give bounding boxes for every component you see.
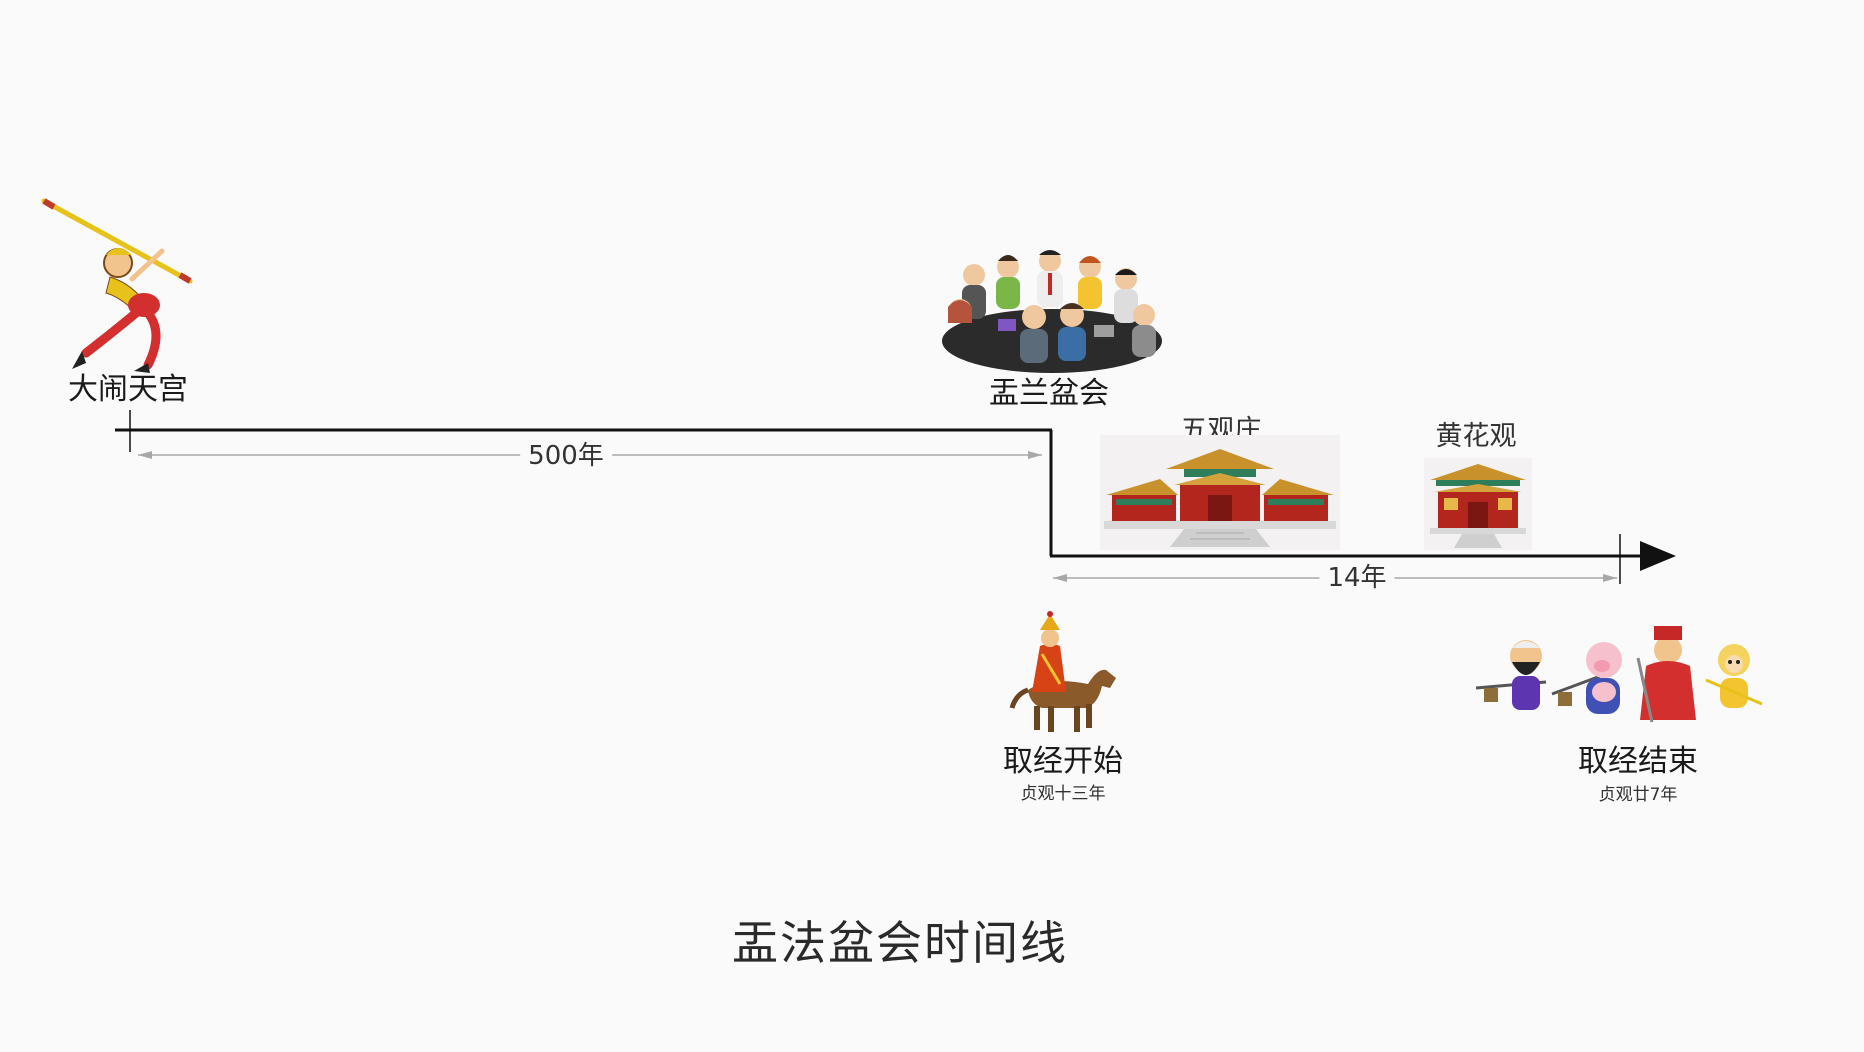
temple-large-icon: [1100, 435, 1340, 550]
monkey-king-icon: [41, 198, 193, 373]
event-label-journey-start: 取经开始: [1003, 744, 1123, 779]
event-label-journey-end: 取经结束: [1578, 744, 1698, 779]
event-label-havoc: 大闹天宫: [68, 372, 188, 407]
event-label-ullambana: 盂兰盆会: [989, 376, 1109, 411]
event-date-journey-start: 贞观十三年: [1020, 784, 1106, 804]
page-title: 盂法盆会时间线: [732, 916, 1068, 970]
place-label-huanghua: 黄花观: [1435, 421, 1517, 452]
axis-arrow-head: [1640, 541, 1676, 571]
event-date-journey-end: 贞观廿7年: [1598, 785, 1678, 805]
monk-on-horse-icon: [1009, 611, 1116, 732]
temple-small-icon: [1424, 458, 1532, 550]
duration-label-500: 500年: [520, 443, 612, 469]
pilgrims-group-icon: [1476, 626, 1763, 723]
meeting-people-icon: [942, 250, 1162, 373]
duration-label-14: 14年: [1319, 565, 1395, 591]
